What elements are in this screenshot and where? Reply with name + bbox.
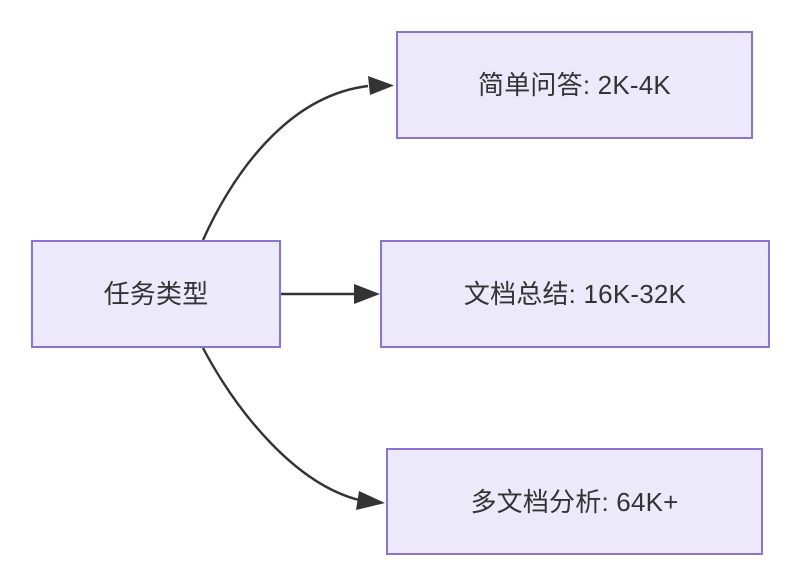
node-document-summary-label: 文档总结: 16K-32K [463, 279, 687, 309]
arrow-head-multi [356, 491, 385, 510]
arrow-head-simple [368, 76, 394, 95]
node-task-type-label: 任务类型 [103, 279, 209, 309]
edge-source-to-multi [201, 347, 360, 502]
node-simple-qa[interactable]: 简单问答: 2K-4K [396, 31, 753, 139]
edge-source-to-simple [201, 84, 369, 241]
node-simple-qa-label: 简单问答: 2K-4K [478, 70, 671, 100]
node-multi-document-analysis[interactable]: 多文档分析: 64K+ [386, 448, 763, 555]
arrow-head-summary [354, 284, 380, 304]
node-task-type[interactable]: 任务类型 [31, 240, 281, 348]
node-multi-document-analysis-label: 多文档分析: 64K+ [470, 486, 679, 517]
node-document-summary[interactable]: 文档总结: 16K-32K [380, 240, 770, 348]
